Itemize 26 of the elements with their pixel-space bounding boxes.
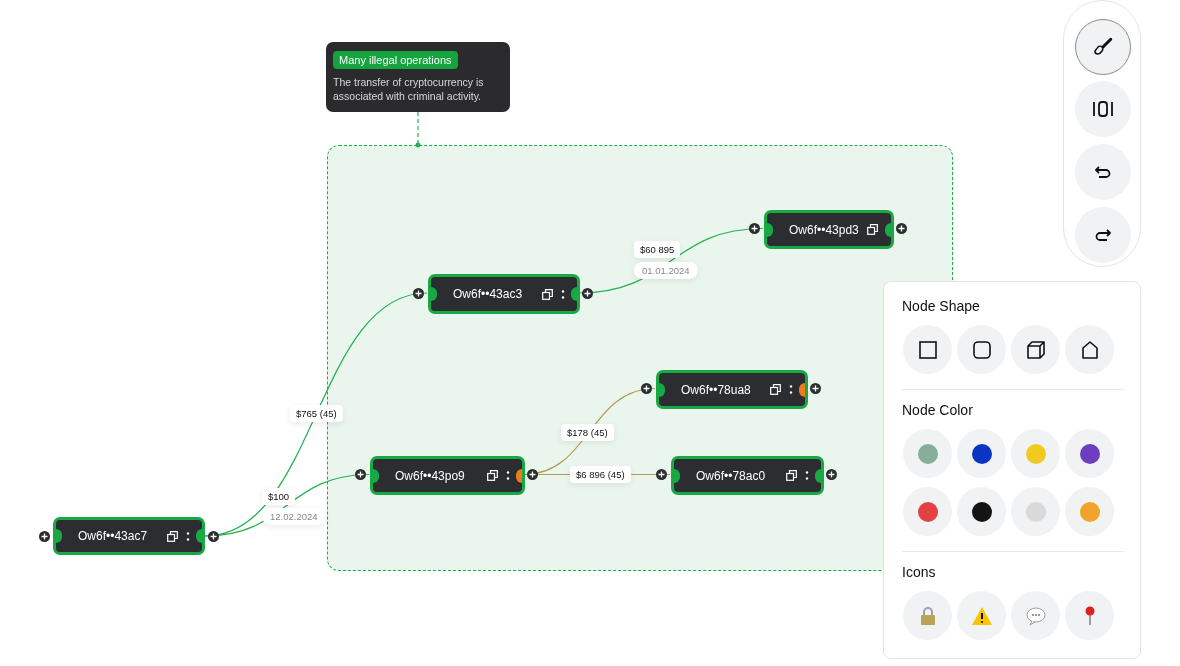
callout-box xyxy=(326,42,510,112)
wallet-node xyxy=(370,456,525,495)
wallet-node xyxy=(656,370,808,409)
address-text: Ow6f••43po9 xyxy=(395,468,465,483)
section-heading: Icons xyxy=(902,564,936,580)
wallet-node xyxy=(671,456,824,495)
warning-badge: Many illegal operations xyxy=(333,51,458,69)
dashed-connector xyxy=(415,111,421,148)
callout-text: The transfer of cryptocurrency is associated with criminal activity. xyxy=(333,75,485,103)
date-label: 01.01.2024 xyxy=(634,262,698,279)
date-label: 12.02.2024 xyxy=(262,508,326,525)
edge-label: $178 (45) xyxy=(561,424,614,441)
address-text: Ow6f••43ac7 xyxy=(78,529,148,543)
section-heading: Node Color xyxy=(902,402,973,418)
edge-label: $765 (45) xyxy=(290,405,343,422)
wallet-node xyxy=(764,210,894,249)
edge-label: $60 895 xyxy=(634,241,681,258)
edge-label: $100 xyxy=(262,488,296,505)
address-text: Ow6f••43ac3 xyxy=(453,287,523,301)
wallet-node xyxy=(53,517,205,555)
section-heading: Node Shape xyxy=(902,298,980,314)
address-text: Ow6f••43pd3 xyxy=(789,222,859,237)
address-text: Ow6f••78ua8 xyxy=(681,382,751,397)
wallet-node xyxy=(428,274,580,314)
edge-label: $6 896 (45) xyxy=(570,466,631,483)
address-text: Ow6f••78ac0 xyxy=(696,468,766,483)
